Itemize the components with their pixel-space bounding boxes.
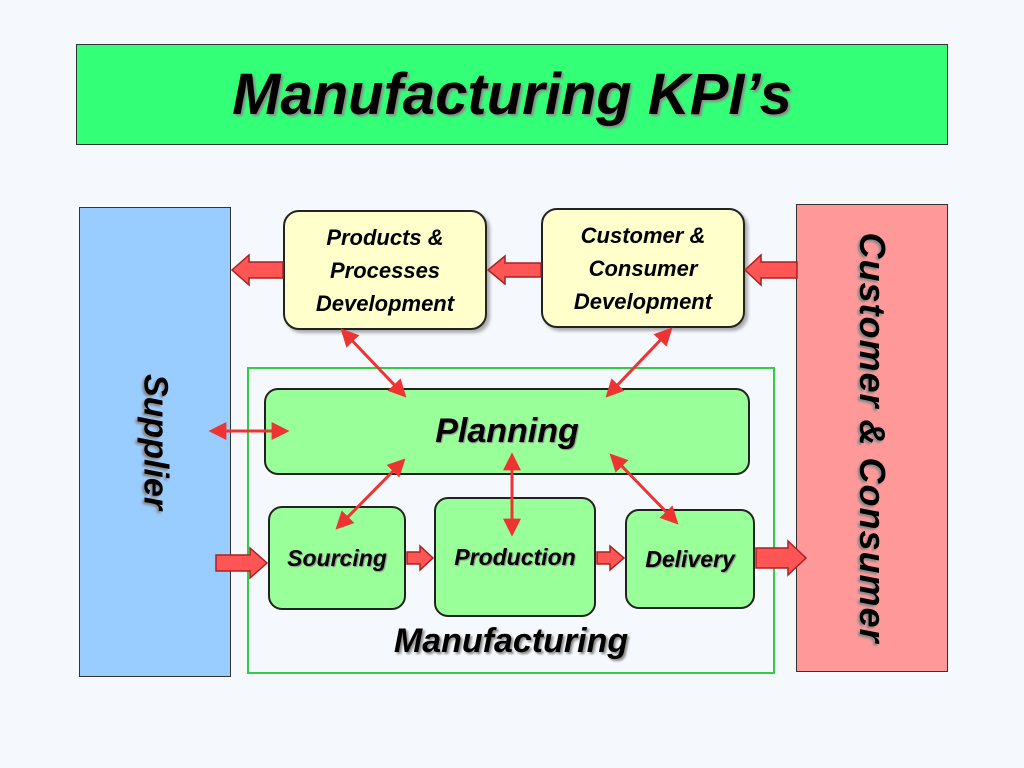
customer-consumer-panel: Customer & Consumer — [796, 204, 948, 672]
double-arrow-customerdev-planning — [605, 327, 673, 398]
manufacturing-frame — [247, 367, 775, 674]
production-label: Production — [454, 543, 576, 570]
customer-dev-line-2: Consumer — [588, 255, 698, 281]
block-arrow-sourcing-to-production — [406, 544, 435, 572]
slide-title: Manufacturing KPI’s — [232, 62, 792, 127]
products-processes-development-node: Products & Processes Development — [283, 210, 487, 330]
block-arrow-customerdev-to-products — [486, 254, 542, 286]
sourcing-label: Sourcing — [287, 544, 387, 571]
double-arrow-products-planning — [340, 328, 407, 398]
manufacturing-label: Manufacturing — [393, 622, 629, 660]
title-banner: Manufacturing KPI’s — [76, 44, 948, 145]
customer-consumer-development-node: Customer & Consumer Development — [541, 208, 745, 328]
supplier-panel: Supplier — [79, 207, 231, 677]
customer-dev-line-3: Development — [573, 288, 713, 314]
products-dev-line-2: Processes — [329, 257, 441, 283]
products-dev-line-3: Development — [315, 290, 455, 316]
block-arrow-supplier-to-sourcing — [215, 546, 269, 580]
block-arrow-production-to-delivery — [596, 544, 626, 572]
block-arrow-products-to-supplier — [230, 253, 284, 287]
block-arrow-customer-to-customerdev — [743, 253, 798, 287]
planning-label: Planning — [435, 412, 579, 450]
delivery-node: Delivery — [625, 509, 755, 609]
customer-dev-line-1: Customer & — [580, 222, 706, 248]
block-arrow-delivery-to-customer — [755, 539, 808, 577]
delivery-label: Delivery — [645, 545, 735, 572]
products-dev-line-1: Products & — [326, 224, 444, 250]
double-arrow-planning-sourcing — [335, 458, 406, 530]
double-arrow-planning-delivery — [609, 453, 679, 525]
